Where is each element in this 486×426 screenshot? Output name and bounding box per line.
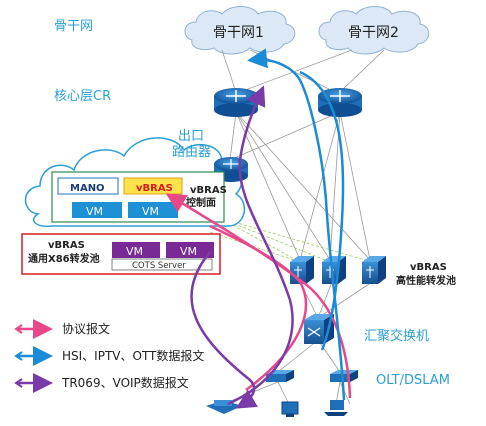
- pc-device: [324, 400, 348, 416]
- vbras-x86-pool: vBRAS 通用X86转发池 VM VM COTS Server: [21, 233, 221, 275]
- core-router-1: [214, 88, 258, 117]
- legend-item-tr069: TR069、VOIP数据报文: [14, 373, 189, 393]
- legend-label-tr069: TR069、VOIP数据报文: [61, 375, 189, 390]
- vbras-x86-label: vBRAS 通用X86转发池: [28, 240, 100, 265]
- aggregation-switch-label: 汇聚交换机: [364, 328, 429, 344]
- cloud-backbone-2-label: 骨干网2: [348, 25, 399, 41]
- core-cr-label: 核心层CR: [54, 89, 111, 104]
- legend-item-protocol: 协议报文: [14, 319, 110, 339]
- legend-item-hsi: HSI、IPTV、OTT数据报文: [14, 346, 204, 366]
- vm-ctrl-1: [72, 202, 122, 218]
- cloud-backbone-1: 骨干网1: [184, 6, 296, 55]
- vm-ctrl-1-label: VM: [86, 205, 103, 218]
- cots-server-label: COTS Server: [132, 261, 186, 271]
- vbras-ctrl-box: [123, 177, 183, 195]
- olt-device-2: [330, 370, 358, 382]
- vbras-ctrl-box-label: vBRAS: [136, 183, 173, 194]
- tv-device: [281, 401, 299, 417]
- vm-x86-1-label: VM: [126, 245, 143, 258]
- vm-x86-1: [112, 242, 160, 258]
- purple-data-path-up: [227, 85, 294, 406]
- vbras-control-box: MANO vBRAS VM VM: [51, 171, 225, 223]
- mano-box: [57, 177, 119, 195]
- vbras-ctrl-plane-label: vBRAS 控制面: [186, 185, 230, 209]
- purple-data-path-x86: [190, 251, 259, 409]
- cots-server-box: [111, 258, 213, 271]
- cloud-backbone-1-label: 骨干网1: [213, 25, 264, 41]
- hp-switch-3: [362, 256, 386, 284]
- legend-label-protocol: 协议报文: [62, 321, 110, 336]
- vm-x86-2: [166, 242, 214, 258]
- vm-x86-2-label: VM: [180, 245, 197, 258]
- blue-data-path-down: [299, 70, 345, 351]
- backbone-label: 骨干网: [54, 19, 93, 34]
- cloud-backbone-2: 骨干网2: [318, 6, 430, 55]
- phone-device: [206, 400, 242, 414]
- vm-ctrl-2-label: VM: [142, 205, 159, 218]
- pink-protocol-path: [165, 193, 352, 399]
- olt-dslam-label: OLT/DSLAM: [376, 373, 450, 388]
- vbras-hp-label: vBRAS 高性能转发池: [396, 262, 456, 287]
- mano-label: MANO: [70, 183, 105, 194]
- hp-switch-1: [290, 256, 314, 284]
- vm-ctrl-2: [128, 202, 178, 218]
- blue-data-path-up: [247, 48, 346, 401]
- legend-label-hsi: HSI、IPTV、OTT数据报文: [62, 348, 204, 363]
- egress-router-label: 出口 路由器: [172, 129, 211, 160]
- legend: 协议报文 HSI、IPTV、OTT数据报文 TR069、VOIP数据报文: [14, 319, 204, 393]
